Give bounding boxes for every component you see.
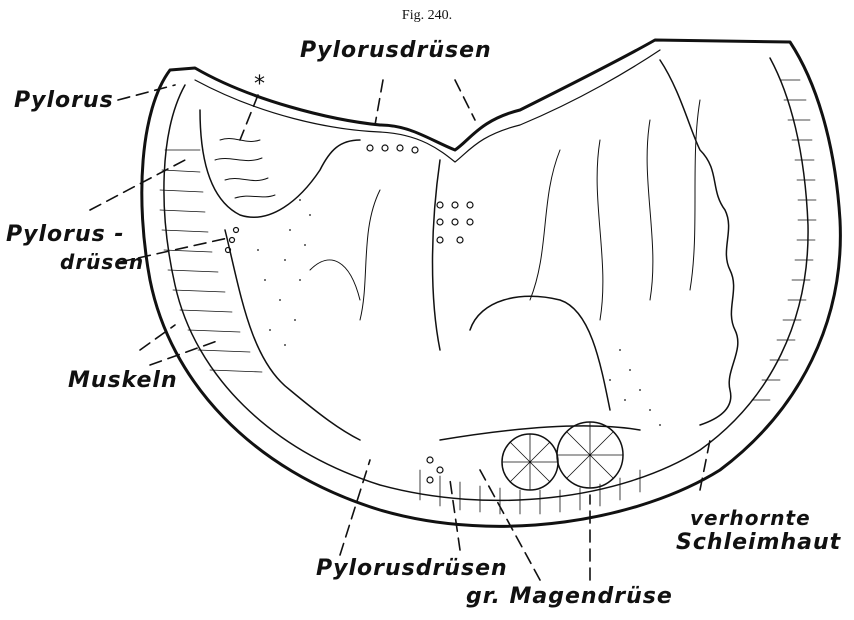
label-pylorusdruesen-top: Pylorusdrüsen xyxy=(300,38,492,63)
label-gr-magendruese: gr. Magendrüse xyxy=(466,584,673,609)
label-asterisk: * xyxy=(254,72,266,97)
label-pylorus: Pylorus xyxy=(14,88,114,113)
label-muskeln: Muskeln xyxy=(68,368,178,393)
label-pylorus-druesen-left-1: Pylorus - xyxy=(6,222,125,247)
label-verhornte: verhornte xyxy=(690,506,811,530)
label-schleimhaut: Schleimhaut xyxy=(676,530,841,555)
figure-caption: Fig. 240. xyxy=(0,8,854,24)
label-pylorus-druesen-left-2: drüsen xyxy=(60,250,144,274)
leader-lines xyxy=(90,80,710,580)
label-pylorusdruesen-bottom: Pylorusdrüsen xyxy=(316,556,508,581)
